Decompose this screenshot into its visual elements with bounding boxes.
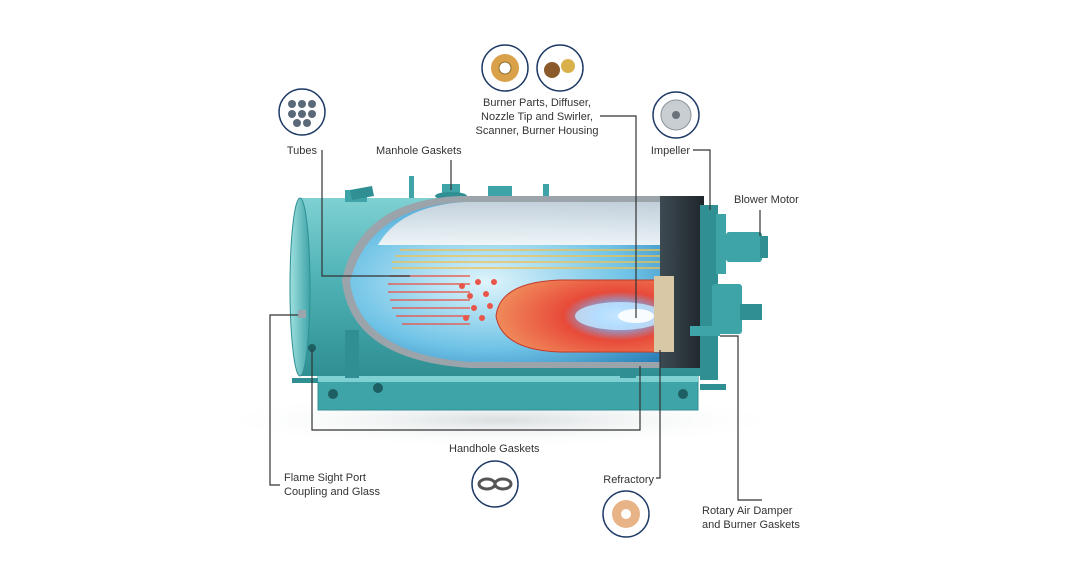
burner-diffuser-icon [481,44,529,92]
burner-assembly [690,205,768,380]
base-skid [292,375,726,411]
callout-flame-sight-port: Flame Sight Port Coupling and Glass [284,472,381,498]
callout-rotary-air-damper: Rotary Air Damper and Burner Gaskets [702,505,800,531]
callout-impeller: Impeller [650,145,690,157]
callout-manhole-gaskets: Manhole Gaskets [376,145,462,157]
impeller-icon [652,91,700,139]
refractory-icon [602,490,650,538]
nozzle-tip-icon [536,44,584,92]
callout-tubes: Tubes [286,145,317,157]
callout-burner-parts: Burner Parts, Diffuser, Nozzle Tip and S… [475,97,599,137]
callout-blower-motor: Blower Motor [734,194,799,206]
callout-handhole-gaskets: Handhole Gaskets [449,443,540,455]
handhole-gasket-icon [471,460,519,508]
callout-refractory: Refractory [603,474,654,486]
tubes-bundle-icon [278,88,326,136]
refractory-block [654,276,674,352]
cutaway-interior [342,196,704,368]
leader-lines [269,115,762,501]
